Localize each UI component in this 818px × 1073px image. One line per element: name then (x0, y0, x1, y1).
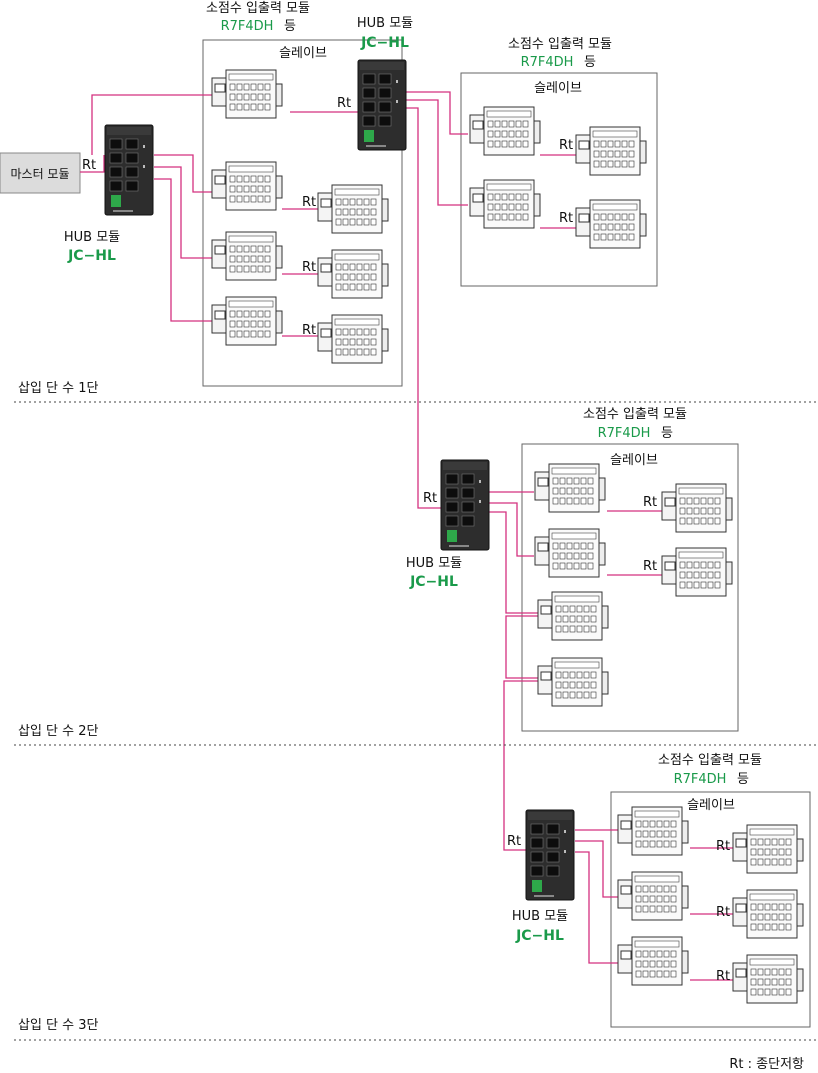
rt-label: Rt (302, 323, 316, 338)
master-module-label: 마스터 모듈 (10, 167, 69, 181)
slave-io-module (317, 314, 389, 364)
stage-label-1: 삽입 단 수 1단 (18, 381, 99, 396)
slave-io-module (575, 199, 647, 249)
model-code: R7F4DH (521, 55, 574, 70)
slave-label: 슬레이브 (279, 46, 327, 61)
slave-frame-2 (521, 443, 739, 732)
slave-io-module (537, 657, 609, 707)
master-module-box (0, 152, 81, 194)
wires-stage-2 (489, 491, 663, 851)
slave-io-module (469, 106, 541, 156)
slave-io-module (732, 889, 804, 939)
io-module-label: 소점수 입출력 모듈 (583, 407, 687, 422)
rt-label: Rt (302, 195, 316, 210)
slave-io-module (537, 591, 609, 641)
model-code: R7F4DH (598, 426, 651, 441)
slave-frame-3 (610, 791, 811, 1028)
slave-io-module (617, 806, 689, 856)
hub-module-device-1 (104, 124, 154, 216)
hub-module-device-4 (525, 809, 575, 901)
rt-label: Rt (559, 138, 573, 153)
slave-frame-1 (202, 39, 403, 387)
io-module-label: 소점수 입출력 모듈 (658, 753, 762, 768)
slave-io-module (211, 296, 283, 346)
rt-label: Rt (716, 905, 730, 920)
legend-rt: Rt : 종단저항 (729, 1057, 804, 1072)
rt-label: Rt (507, 834, 521, 849)
slave-io-module (661, 547, 733, 597)
hub-module-label: HUB 모듈 (406, 556, 462, 571)
rt-label: Rt (716, 839, 730, 854)
wires-stage-1 (80, 91, 578, 509)
hub-module-label: HUB 모듈 (64, 230, 120, 245)
slave-io-module (211, 161, 283, 211)
rt-label: Rt (643, 495, 657, 510)
io-module-label: 소점수 입출력 모듈 (508, 37, 612, 52)
slave-io-module (661, 483, 733, 533)
terminator-labels: Rt Rt Rt Rt Rt Rt Rt Rt Rt Rt Rt Rt Rt R… (82, 96, 730, 984)
hub-model-code: JC−HL (360, 35, 409, 51)
slave-io-module (534, 463, 606, 513)
hub-model-code: JC−HL (409, 574, 458, 590)
slave-io-module (732, 824, 804, 874)
rt-label: Rt (716, 969, 730, 984)
slave-io-module (732, 954, 804, 1004)
hub-model-code: JC−HL (515, 928, 564, 944)
hub-module-device-3 (440, 459, 490, 551)
slave-io-module (617, 936, 689, 986)
model-suffix: 등 (661, 426, 673, 441)
model-suffix: 등 (737, 772, 749, 787)
hub-module-device-2 (357, 59, 407, 151)
wires-stage-3 (575, 829, 735, 981)
slave-frame-1b (460, 72, 658, 287)
hub-module-label: HUB 모듈 (512, 909, 568, 924)
model-suffix: 등 (584, 55, 596, 70)
model-code: R7F4DH (674, 772, 727, 787)
slave-label: 슬레이브 (610, 453, 658, 468)
rt-label: Rt (643, 559, 657, 574)
slave-io-module (575, 126, 647, 176)
stage-label-3: 삽입 단 수 3단 (18, 1018, 99, 1033)
slave-io-module (534, 528, 606, 578)
slave-label: 슬레이브 (687, 798, 735, 813)
hub-model-code: JC−HL (67, 248, 116, 264)
slave-io-module (211, 231, 283, 281)
rt-label: Rt (423, 491, 437, 506)
model-suffix: 등 (284, 19, 296, 34)
slave-io-module (211, 69, 283, 119)
rt-label: Rt (82, 158, 96, 173)
model-code: R7F4DH (221, 19, 274, 34)
slave-io-module (317, 249, 389, 299)
rt-label: Rt (302, 260, 316, 275)
rt-label: Rt (337, 96, 351, 111)
hub-module-label: HUB 모듈 (357, 16, 413, 31)
slave-io-module (469, 179, 541, 229)
slave-io-module (317, 184, 389, 234)
slave-label: 슬레이브 (534, 81, 582, 96)
io-module-label: 소점수 입출력 모듈 (206, 1, 310, 16)
stage-label-2: 삽입 단 수 2단 (18, 724, 99, 739)
slave-io-module (617, 871, 689, 921)
rt-label: Rt (559, 211, 573, 226)
